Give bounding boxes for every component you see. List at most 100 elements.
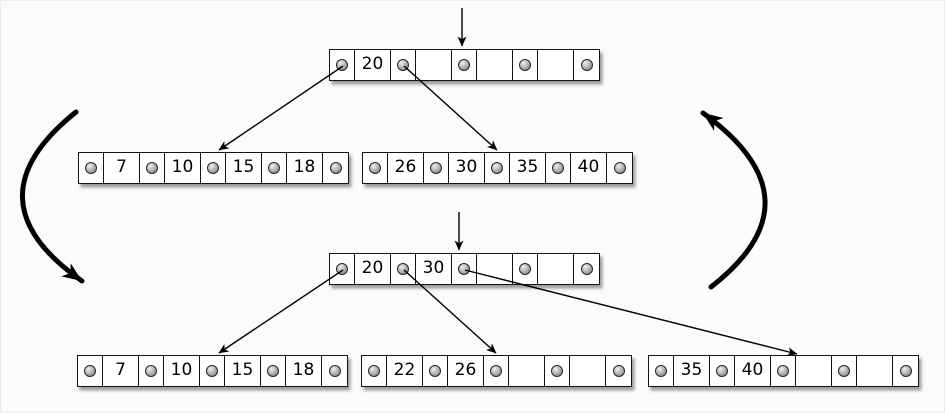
key-cell: 26: [448, 356, 484, 386]
pointer-dot-icon: [84, 365, 96, 377]
pointer-dot-icon: [655, 365, 667, 377]
key-cell: 10: [164, 356, 200, 386]
pointer-dot-icon: [490, 365, 502, 377]
key-cell: [416, 50, 452, 80]
pointer-dot-icon: [612, 365, 625, 377]
btree-node-top-leaf-left: 7 10 15 18: [78, 152, 349, 184]
pointer-dot-icon: [519, 263, 531, 275]
pointer-dot-icon: [336, 263, 348, 275]
pointer-dot-icon: [552, 162, 564, 174]
pointer-dot-icon: [206, 365, 218, 377]
key-cell: 40: [735, 356, 771, 386]
key-cell: [509, 356, 545, 386]
pointer-dot-icon: [267, 365, 279, 377]
pointer-dot-icon: [369, 162, 381, 174]
pointer-dot-icon: [397, 263, 409, 275]
key-cell: 22: [387, 356, 423, 386]
pointer-dot-icon: [613, 162, 626, 174]
pointer-cell: [452, 254, 477, 284]
key-cell: 15: [226, 153, 262, 183]
key-cell: 40: [571, 153, 607, 183]
pointer-cell: [649, 356, 674, 386]
pointer-cell: [513, 254, 538, 284]
pointer-cell: [607, 153, 632, 183]
pointer-cell: [362, 356, 387, 386]
pointer-cell: [322, 356, 347, 386]
key-cell: [538, 50, 574, 80]
pointer-cell: [391, 50, 416, 80]
pointer-dot-icon: [458, 263, 470, 275]
pointer-dot-icon: [145, 365, 157, 377]
pointer-cell: [710, 356, 735, 386]
pointer-cell: [323, 153, 348, 183]
btree-node-bottom-leaf-middle: 22 26: [361, 355, 632, 387]
key-cell: 20: [355, 50, 391, 80]
pointer-dot-icon: [146, 162, 158, 174]
pointer-cell: [363, 153, 388, 183]
pointer-cell: [513, 50, 538, 80]
pointer-cell: [423, 356, 448, 386]
pointer-cell: [485, 153, 510, 183]
pointer-cell: [330, 50, 355, 80]
key-cell: 15: [225, 356, 261, 386]
key-cell: [796, 356, 832, 386]
key-cell: 18: [286, 356, 322, 386]
key-cell: 30: [449, 153, 485, 183]
pointer-dot-icon: [491, 162, 503, 174]
pointer-cell: [424, 153, 449, 183]
pointer-cell: [139, 356, 164, 386]
pointer-cell: [391, 254, 416, 284]
pointer-dot-icon: [458, 59, 470, 71]
pointer-dot-icon: [551, 365, 563, 377]
pointer-dot-icon: [716, 365, 728, 377]
pointer-dot-icon: [899, 365, 912, 377]
pointer-cell: [606, 356, 631, 386]
btree-node-bottom-leaf-right: 35 40: [648, 355, 919, 387]
pointer-cell: [832, 356, 857, 386]
pointer-cell: [545, 356, 570, 386]
pointer-cell: [452, 50, 477, 80]
pointer-cell: [78, 356, 103, 386]
pointer-cell: [140, 153, 165, 183]
pointer-dot-icon: [429, 365, 441, 377]
key-cell: 20: [355, 254, 391, 284]
pointer-dot-icon: [329, 162, 342, 174]
pointer-cell: [574, 50, 599, 80]
pointer-cell: [201, 153, 226, 183]
pointer-dot-icon: [336, 59, 348, 71]
pointer-dot-icon: [777, 365, 789, 377]
key-cell: [538, 254, 574, 284]
pointer-cell: [262, 153, 287, 183]
pointer-dot-icon: [430, 162, 442, 174]
key-cell: 26: [388, 153, 424, 183]
btree-node-top-leaf-right: 26 30 35 40: [362, 152, 633, 184]
key-cell: [857, 356, 893, 386]
pointer-cell: [546, 153, 571, 183]
key-cell: 7: [104, 153, 140, 183]
pointer-dot-icon: [328, 365, 341, 377]
pointer-dot-icon: [85, 162, 97, 174]
key-cell: [477, 254, 513, 284]
pointer-dot-icon: [207, 162, 219, 174]
key-cell: 10: [165, 153, 201, 183]
pointer-cell: [200, 356, 225, 386]
btree-node-top-root: 20: [329, 49, 600, 81]
btree-node-bottom-leaf-left: 7 10 15 18: [77, 355, 348, 387]
pointer-cell: [574, 254, 599, 284]
pointer-cell: [330, 254, 355, 284]
key-cell: 30: [416, 254, 452, 284]
key-cell: 7: [103, 356, 139, 386]
key-cell: [477, 50, 513, 80]
key-cell: 18: [287, 153, 323, 183]
key-cell: 35: [674, 356, 710, 386]
pointer-dot-icon: [580, 263, 593, 275]
pointer-dot-icon: [368, 365, 380, 377]
key-cell: 35: [510, 153, 546, 183]
pointer-dot-icon: [519, 59, 531, 71]
pointer-dot-icon: [397, 59, 409, 71]
pointer-dot-icon: [580, 59, 593, 71]
pointer-cell: [261, 356, 286, 386]
